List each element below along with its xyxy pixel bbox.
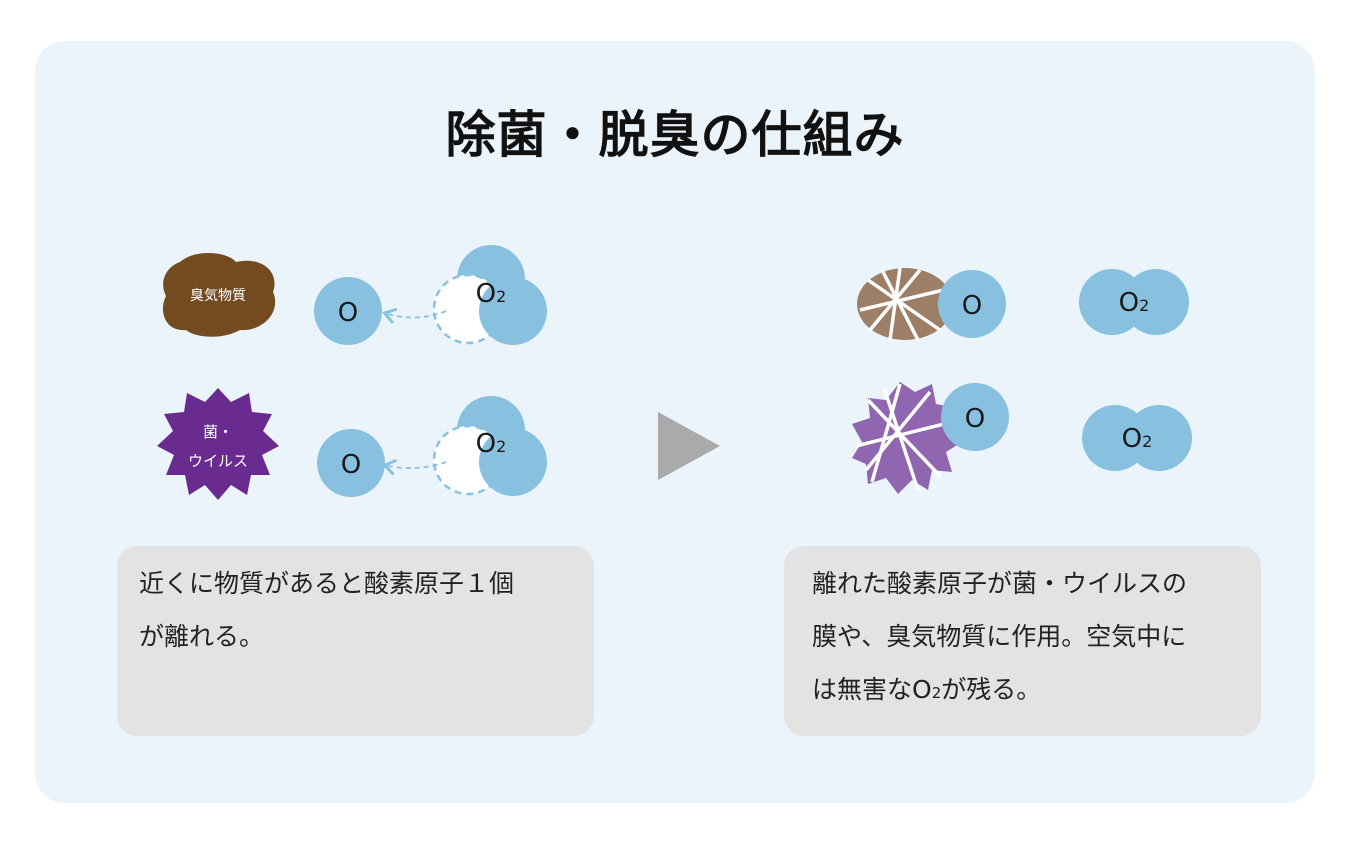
ozone-label-1-main: O	[476, 279, 496, 309]
odor-substance-label: 臭気物質	[190, 288, 246, 304]
caption-before-line2: が離れる。	[139, 622, 265, 651]
free-oxygen-atom-1	[314, 277, 382, 345]
germ-virus-label-line2: ウイルス	[188, 452, 248, 470]
oxygen-molecule-2-right	[1126, 405, 1192, 471]
free-oxygen-atom-2	[317, 429, 385, 497]
ozone-label-2: O2	[476, 429, 507, 459]
germ-virus-star	[157, 388, 279, 500]
ozone-label-1-sub: 2	[496, 287, 506, 306]
caption-after-line3-sub: 2	[931, 684, 942, 702]
reacting-oxygen-label-1: O	[962, 291, 982, 321]
odor-crack-lines	[859, 267, 953, 341]
caption-after: 離れた酸素原子が菌・ウイルスの 膜や、臭気物質に作用。空気中に は無害なO2が残…	[784, 546, 1261, 736]
ozone-atom-right-1	[479, 277, 547, 345]
oxygen-molecule-1-main: O	[1119, 288, 1139, 318]
reacting-oxygen-label-2: O	[965, 404, 985, 434]
oxygen-molecule-1-right	[1123, 269, 1189, 335]
ozone-label-2-main: O	[476, 429, 496, 459]
departure-arrow-1	[382, 307, 447, 324]
page-title: 除菌・脱臭の仕組み	[445, 106, 905, 164]
broken-germ-virus	[852, 382, 962, 494]
oxygen-molecule-label-2: O2	[1122, 424, 1153, 454]
oxygen-molecule-label-1: O2	[1119, 288, 1150, 318]
caption-before-line1: 近くに物質があると酸素原子１個	[139, 569, 515, 598]
reacting-oxygen-atom-2	[941, 383, 1009, 451]
departure-arrow-2	[381, 459, 447, 476]
ozone-atom-right-2	[479, 428, 547, 496]
oxygen-molecule-1-sub: 2	[1139, 296, 1149, 315]
caption-after-line2: 膜や、臭気物質に作用。空気中に	[812, 622, 1187, 651]
transition-arrow	[658, 412, 720, 480]
germ-virus-label-line1: 菌・	[203, 423, 233, 441]
caption-after-line3-pre: は無害なO	[812, 675, 932, 704]
reacting-oxygen-atom-1	[938, 270, 1006, 338]
oxygen-atom-label-1: O	[338, 298, 358, 328]
odor-substance-blob	[162, 252, 276, 337]
caption-before: 近くに物質があると酸素原子１個 が離れる。	[117, 546, 594, 736]
ozone-label-2-sub: 2	[496, 437, 506, 456]
ozone-label-1: O2	[476, 279, 507, 309]
caption-after-line3-post: が残る。	[941, 675, 1042, 704]
oxygen-atom-label-2: O	[341, 450, 361, 480]
caption-after-line3: は無害なO2が残る。	[812, 663, 1239, 720]
oxygen-molecule-2-sub: 2	[1142, 432, 1152, 451]
oxygen-molecule-2-main: O	[1122, 424, 1142, 454]
caption-after-line1: 離れた酸素原子が菌・ウイルスの	[812, 569, 1188, 598]
